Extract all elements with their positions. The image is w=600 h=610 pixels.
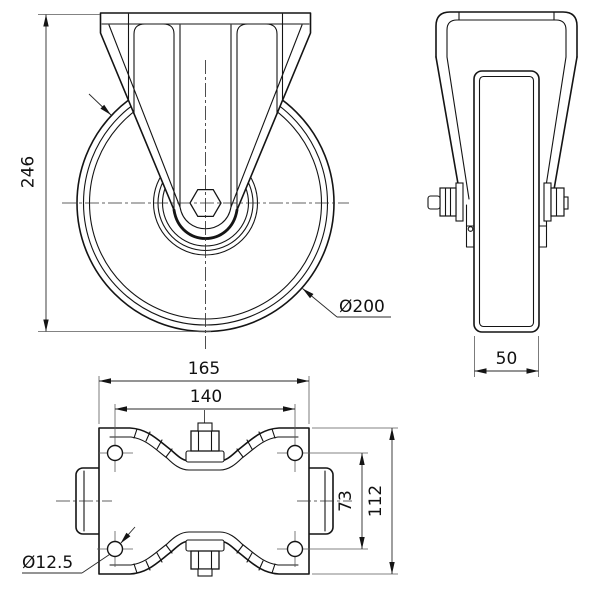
- bolt-hole: [286, 540, 304, 558]
- dimension-plate-width: 112: [312, 427, 398, 575]
- bolt-hole: [106, 444, 124, 462]
- side-wheel: [473, 70, 540, 333]
- side-axle-assembly: [427, 182, 569, 222]
- dim-hole-diameter-label: Ø12.5: [22, 553, 73, 573]
- dimension-overall-height: 246: [19, 14, 211, 332]
- plate-bend-ticks: [133, 428, 276, 574]
- bottom-view: [56, 404, 368, 577]
- bolt-hole: [106, 540, 124, 558]
- dimension-hole-spacing-width: 73: [336, 453, 365, 549]
- dimension-hole-diameter: Ø12.5: [22, 553, 110, 574]
- front-dimensions: 246 Ø200: [19, 14, 391, 332]
- dimension-wheel-diameter: Ø200: [302, 288, 391, 318]
- dimension-plate-length: 165: [98, 359, 310, 424]
- dim-wheel-diameter-label: Ø200: [339, 297, 385, 317]
- dimension-wheel-width: 50: [474, 336, 539, 377]
- bottom-mounting-plate: [98, 427, 310, 575]
- dim-overall-height-label: 246: [19, 156, 39, 188]
- front-tread-arrow: [88, 93, 112, 116]
- bolt-hole: [286, 444, 304, 462]
- dim-plate-width-label: 112: [366, 485, 386, 517]
- dimension-hole-spacing-length: 140: [115, 387, 295, 412]
- dim-hole-spacing-length-label: 140: [190, 387, 222, 407]
- bottom-kingbolt-top: [185, 422, 225, 463]
- side-fork-legs: [465, 204, 548, 248]
- dim-plate-length-label: 165: [188, 359, 220, 379]
- bottom-hole-arrow: [120, 526, 136, 544]
- bolt-holes: [97, 404, 368, 567]
- front-centerlines: [62, 60, 349, 349]
- side-fork-bracket: [435, 11, 578, 202]
- side-view: 50: [427, 11, 578, 377]
- bottom-dimensions: 165 140 73 112 Ø12.5: [22, 359, 398, 575]
- dim-hole-spacing-width-label: 73: [336, 490, 356, 512]
- bottom-kingbolt-bottom: [185, 539, 225, 577]
- front-view: [62, 12, 349, 349]
- dim-wheel-width-label: 50: [496, 349, 518, 369]
